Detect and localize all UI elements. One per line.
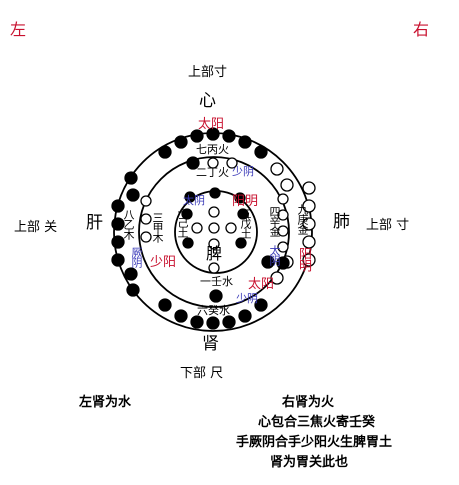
earth-ten-dot [181,208,193,220]
earth-five-dot [225,222,237,234]
label-tai-yin-right: 太阴 [268,245,281,265]
fire-seven-dot [222,129,236,143]
earth-five-dot [208,238,220,250]
earth-ten-dot [235,237,247,249]
metal-nine-dot [280,178,294,192]
fire-seven-dot [238,135,252,149]
fire-two-dot [207,157,219,169]
metal-nine-dot [270,162,284,176]
earth-five-dot [191,222,203,234]
fire-seven-dot [186,156,200,170]
position-bottom-label: 下部 尺 [180,366,224,381]
water-one-dot [208,262,220,274]
number-dots [111,127,316,330]
position-right-label: 上部 寸 [366,218,410,233]
metal-four-dot [277,193,289,205]
metal-nine-dot [302,199,316,213]
label-shao-yang: 少阳 [150,255,177,270]
organ-heart: 心 [199,91,216,111]
metal-nine-dot [302,253,316,267]
earth-ten-dot [237,208,249,220]
wood-eight-dot [124,171,138,185]
wood-eight-dot [111,235,125,249]
label-yang-ming-outer: 阳明 [296,247,311,271]
water-six-dot [222,315,236,329]
metal-four-dot [277,209,289,221]
earth-five-dot [208,206,220,218]
water-six-dot [238,309,252,323]
corner-left-label: 左 [10,20,27,39]
water-six-dot [209,289,223,303]
water-six-dot [190,315,204,329]
fire-seven-dot [206,127,220,141]
position-top-label: 上部寸 [188,65,228,80]
fire-seven-dot [254,145,268,159]
wood-eight-dot [111,217,125,231]
label-shao-yin-bottom: 少阴 [236,292,258,305]
organ-kidney: 肾 [202,334,219,354]
metal-four-dot [277,225,289,237]
water-six-dot [174,309,188,323]
wood-three-dot [140,213,152,225]
water-six-dot [158,298,172,312]
metal-nine-dot [270,271,284,285]
wood-three-dot [140,195,152,207]
fire-seven-dot [174,135,188,149]
label-qi-bing-huo: 七丙火 [196,143,229,156]
fire-two-dot [226,157,238,169]
metal-dot [276,256,290,270]
wood-three-dot [140,231,152,243]
wood-eight-dot [124,267,138,281]
wood-eight-dot [126,283,140,297]
metal-nine-dot [302,181,316,195]
label-wu-wu-tu: 五戊土 [239,208,252,238]
metal-dot [261,255,275,269]
label-yi-ren-shui: 一壬水 [200,275,233,288]
earth-ten-dot [184,191,196,203]
note-right-kidney: 右肾为火 [282,395,335,410]
fire-seven-dot [158,145,172,159]
label-si-xin-jin: 四辛金 [268,206,281,236]
label-jue-yin: 厥阴 [130,247,143,267]
label-taiyang-bottom: 太阳 [248,277,275,292]
earth-ten-dot [209,187,221,199]
note-line-3: 肾为胃关此也 [270,455,349,470]
organ-lung: 肺 [333,212,350,232]
corner-right-label: 右 [413,20,430,39]
label-shao-yin-top: 少阴 [232,165,254,178]
metal-nine-dot [302,217,316,231]
label-yang-ming-inner: 阳明 [232,194,259,209]
note-line-1: 心包合三焦火寄壬癸 [258,415,376,430]
label-san-jia-mu: 三甲木 [151,212,164,242]
earth-five-dot [208,222,220,234]
label-tai-yin-left: 太阴 [183,194,205,207]
earth-ten-dot [182,237,194,249]
note-line-2: 手厥阴合手少阳火生脾胃土 [236,435,393,450]
note-left-kidney: 左肾为水 [79,395,132,410]
middle-circle [138,156,290,308]
label-shi-ji-tu: 十己土 [176,207,189,237]
water-six-dot [254,298,268,312]
position-left-label: 上部 关 [14,220,58,235]
organ-spleen: 脾 [206,244,223,263]
metal-nine-dot [302,235,316,249]
label-jiu-geng-jin: 九庚金 [296,204,309,234]
label-liu-gui-shui: 六癸水 [197,304,230,317]
wood-eight-dot [111,199,125,213]
water-six-dot [206,316,220,330]
fire-seven-dot [190,129,204,143]
label-er-ding-huo: 二丁火 [196,166,229,179]
label-ba-yi-mu: 八乙木 [122,209,135,239]
organ-liver: 肝 [86,213,103,233]
label-taiyang-top: 太阳 [198,117,225,132]
metal-four-dot [277,241,289,253]
earth-ten-dot [234,192,246,204]
wood-eight-dot [111,253,125,267]
wood-eight-dot [126,188,140,202]
